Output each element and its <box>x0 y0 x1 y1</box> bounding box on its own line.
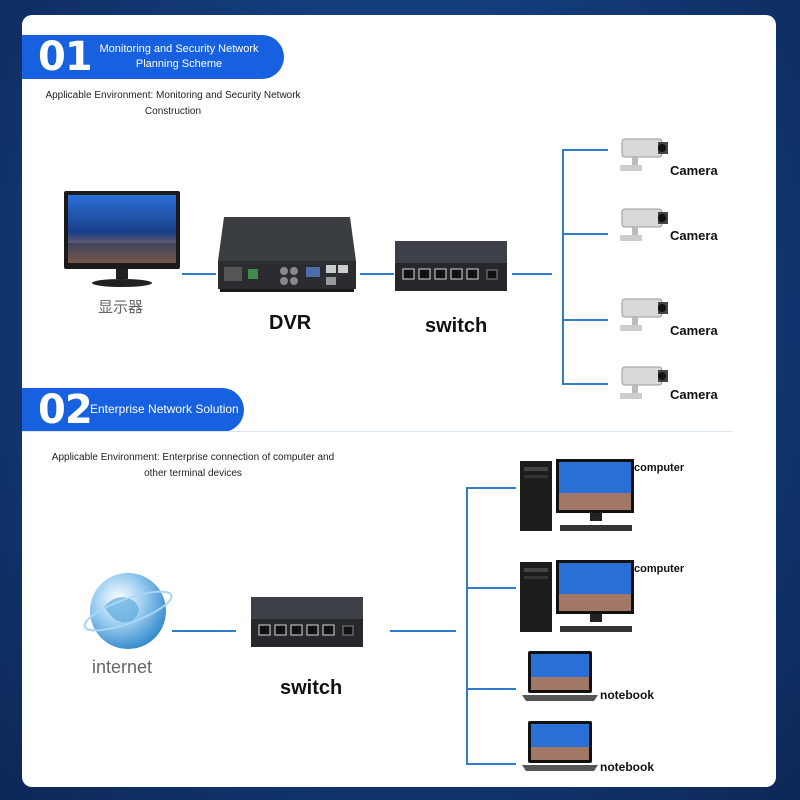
section1-environment: Applicable Environment: Monitoring and S… <box>45 90 301 117</box>
globe-icon <box>83 573 173 649</box>
switch-icon <box>251 597 363 647</box>
device-branch-4 <box>466 763 516 765</box>
camera-2-label: Camera <box>670 228 718 243</box>
device-branch-2 <box>466 587 516 589</box>
device-3-label: notebook <box>600 688 654 702</box>
notebook-icon <box>522 651 598 701</box>
link-monitor-dvr <box>182 273 216 275</box>
section1-number: 01 <box>38 34 93 80</box>
diagram-panel: 01 Monitoring and Security Network Plann… <box>22 15 776 787</box>
switch2-label: switch <box>280 677 343 699</box>
section2-number: 02 <box>38 387 93 433</box>
camera-icon <box>620 138 668 171</box>
camera-1-label: Camera <box>670 163 718 178</box>
camera-4-label: Camera <box>670 387 718 402</box>
monitor-icon <box>64 191 180 287</box>
device-branch-1 <box>466 487 516 489</box>
camera-icon <box>620 366 668 399</box>
section1-header: 01 Monitoring and Security Network Plann… <box>22 35 284 79</box>
camera-icon <box>620 208 668 241</box>
camera-3-label: Camera <box>670 323 718 338</box>
switch1-label: switch <box>425 315 488 337</box>
device-2-label: computer <box>634 563 685 575</box>
device-4-label: notebook <box>600 760 654 774</box>
camera-branch-1 <box>562 149 608 151</box>
section1-title: Monitoring and Security Network Planning… <box>99 43 259 70</box>
section2-environment: Applicable Environment: Enterprise conne… <box>51 452 335 479</box>
camera-branch-3 <box>562 319 608 321</box>
camera-icon <box>620 298 668 331</box>
notebook-icon <box>522 721 598 771</box>
device-branch-3 <box>466 688 516 690</box>
camera-trunk <box>562 149 564 385</box>
section-divider <box>22 431 732 432</box>
device-1-label: computer <box>634 462 685 474</box>
monitor-label: 显示器 <box>98 299 144 316</box>
camera-branch-4 <box>562 383 608 385</box>
computer-icon <box>520 459 634 531</box>
link-dvr-switch <box>360 273 394 275</box>
section2-title: Enterprise Network Solution <box>90 402 239 416</box>
link-switch-tree <box>512 273 552 275</box>
dvr-label: DVR <box>269 312 312 334</box>
internet-label: internet <box>92 657 153 677</box>
section2-header: 02 Enterprise Network Solution <box>22 388 244 432</box>
link-internet-switch <box>172 630 236 632</box>
device-trunk <box>466 487 468 765</box>
camera-branch-2 <box>562 233 608 235</box>
link-switch-devices <box>390 630 456 632</box>
computer-icon <box>520 560 634 632</box>
switch-icon <box>395 241 507 291</box>
dvr-icon <box>218 217 356 292</box>
